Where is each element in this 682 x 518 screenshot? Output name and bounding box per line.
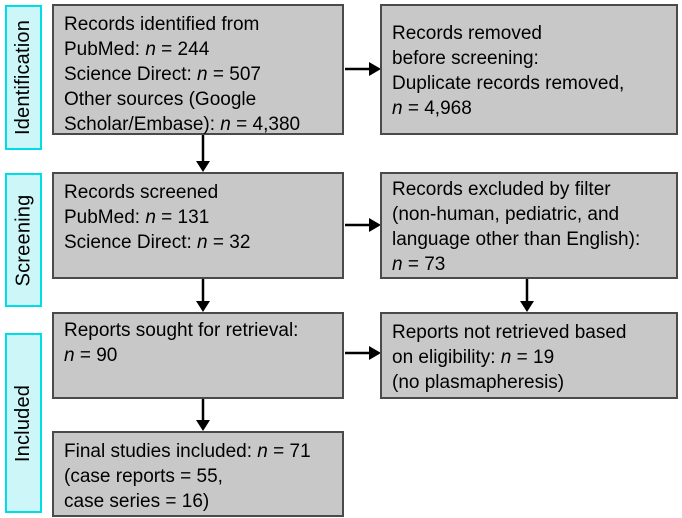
box-text-line: n = 4,968 bbox=[392, 98, 472, 119]
box-text-line: Science Direct: n = 507 bbox=[64, 64, 261, 85]
box-text-line: Scholar/Embase): n = 4,380 bbox=[64, 114, 301, 135]
box-reports-not-retrieved: Reports not retrieved based on eligibilit… bbox=[380, 312, 678, 399]
box-text-line: case series = 16) bbox=[64, 491, 210, 512]
box-text-line: Records removed bbox=[392, 23, 542, 44]
arrow-sought-to-final bbox=[196, 399, 210, 431]
box-text-line: Records screened bbox=[64, 182, 219, 203]
stage-label-screening: Screening bbox=[12, 194, 35, 286]
box-text-line: (non-human, pediatric, and bbox=[392, 204, 620, 225]
box-text-line: on eligibility: n = 19 bbox=[392, 347, 555, 368]
box-text-line: Reports sought for retrieval: bbox=[64, 320, 299, 341]
box-text-line: language other than English): bbox=[392, 229, 641, 250]
box-text-line: n = 73 bbox=[392, 254, 446, 275]
box-text-line: Science Direct: n = 32 bbox=[64, 232, 251, 253]
arrow-screened-to-excluded bbox=[345, 218, 381, 232]
box-text-line: before screening: bbox=[392, 48, 539, 69]
box-text-line: Duplicate records removed, bbox=[392, 73, 625, 94]
box-text-line: Final studies included: n = 71 bbox=[64, 441, 311, 462]
box-text-line: PubMed: n = 131 bbox=[64, 207, 210, 228]
box-text-line: Records identified from bbox=[64, 14, 260, 35]
box-text-line: (no plasmapheresis) bbox=[392, 372, 565, 393]
arrow-screened-to-sought bbox=[196, 279, 210, 312]
stage-screening: Screening bbox=[5, 173, 42, 307]
box-text-line: Reports not retrieved based bbox=[392, 322, 627, 343]
arrow-excluded-to-not-retrieved bbox=[520, 279, 534, 312]
box-records-removed: Records removed before screening: Duplicat… bbox=[380, 4, 678, 135]
arrow-sought-to-not-retrieved bbox=[345, 346, 381, 360]
stage-included: Included bbox=[5, 333, 42, 513]
box-records-excluded: Records excluded by filter (non-human, pe… bbox=[380, 172, 678, 279]
box-reports-sought: Reports sought for retrieval: n = 90 bbox=[52, 312, 344, 399]
arrow-identified-to-removed bbox=[345, 62, 381, 76]
stage-identification: Identification bbox=[5, 5, 42, 150]
box-text-line: Other sources (Google bbox=[64, 89, 257, 110]
box-text-line: (case reports = 55, bbox=[64, 466, 223, 487]
arrow-identified-to-screened bbox=[196, 135, 210, 172]
stage-label-identification: Identification bbox=[12, 19, 35, 136]
box-text-line: Records excluded by filter bbox=[392, 179, 611, 200]
stage-label-included: Included bbox=[12, 384, 34, 462]
box-text-line: PubMed: n = 244 bbox=[64, 39, 210, 60]
box-text-line: n = 90 bbox=[64, 345, 118, 366]
box-final-studies: Final studies included: n = 71 (case repo… bbox=[52, 431, 344, 517]
